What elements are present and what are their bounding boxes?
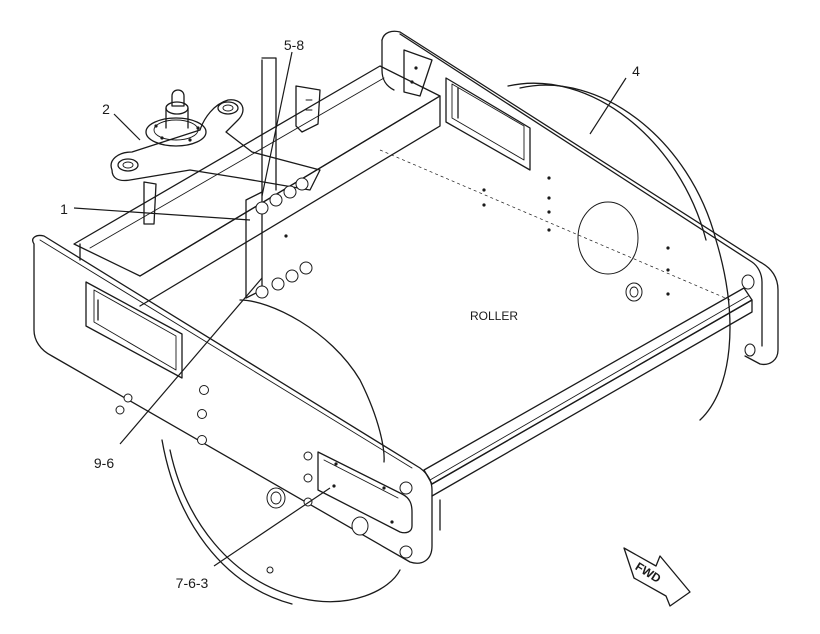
cover-plate (317, 451, 413, 536)
hitch-bracket (110, 89, 321, 225)
callout-4: 4 (632, 63, 640, 79)
leader-2 (113, 113, 141, 141)
callout-2: 2 (102, 101, 110, 117)
right-side-plate (379, 30, 779, 366)
callouts: 5-8 4 2 1 9-6 7-6-3 (60, 37, 640, 591)
left-side-plate (32, 234, 433, 574)
fwd-label: FWD (633, 559, 664, 586)
leader-9-6 (119, 277, 263, 445)
roller-drum (161, 82, 731, 605)
leader-4 (589, 77, 627, 135)
callout-1: 1 (60, 201, 68, 217)
leader-7-6-3 (213, 487, 331, 567)
top-cross-beam (73, 49, 441, 307)
fwd-arrow: FWD (623, 547, 691, 607)
leader-5-8 (261, 51, 293, 197)
right-plate-large-hole (577, 201, 639, 275)
leader-1 (73, 207, 251, 221)
roller-label: ROLLER (470, 309, 518, 323)
fwd-arrow-icon (623, 547, 691, 607)
bottom-cross-tube (423, 287, 753, 531)
leader-lines (73, 51, 627, 567)
callout-9-6: 9-6 (94, 455, 114, 471)
mount-plate (245, 57, 313, 299)
callout-7-6-3: 7-6-3 (176, 575, 209, 591)
callout-5-8: 5-8 (284, 37, 304, 53)
